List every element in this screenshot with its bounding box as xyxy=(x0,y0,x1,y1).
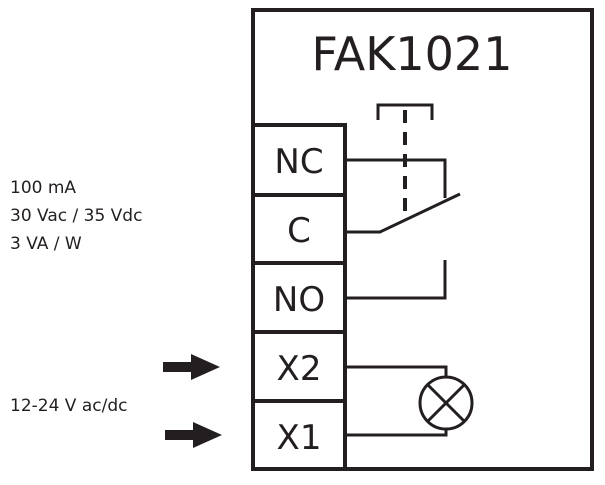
lamp-icon xyxy=(418,375,474,431)
contact-rating-current: 100 mA xyxy=(10,178,76,198)
terminal-no-label: NO xyxy=(273,280,325,320)
arrow-right-icon-x1 xyxy=(165,422,222,448)
terminal-nc-label: NC xyxy=(274,142,323,182)
terminal-c-label: C xyxy=(287,211,311,251)
supply-voltage-label: 12-24 V ac/dc xyxy=(10,396,127,416)
terminal-block: NC C NO X2 X1 xyxy=(251,123,347,471)
device-model-title: FAK1021 xyxy=(312,27,513,81)
x1-wire xyxy=(345,429,448,437)
terminal-x1-label: X1 xyxy=(277,418,322,458)
arrow-right-icon-x2 xyxy=(163,354,220,380)
contact-rating-power: 3 VA / W xyxy=(10,234,82,254)
contact-rating-voltage: 30 Vac / 35 Vdc xyxy=(10,206,142,226)
no-wire xyxy=(345,260,447,300)
common-switch-blade xyxy=(345,192,461,234)
nc-wire xyxy=(345,158,447,198)
terminal-x2-label: X2 xyxy=(277,349,322,389)
x2-wire xyxy=(345,365,448,377)
